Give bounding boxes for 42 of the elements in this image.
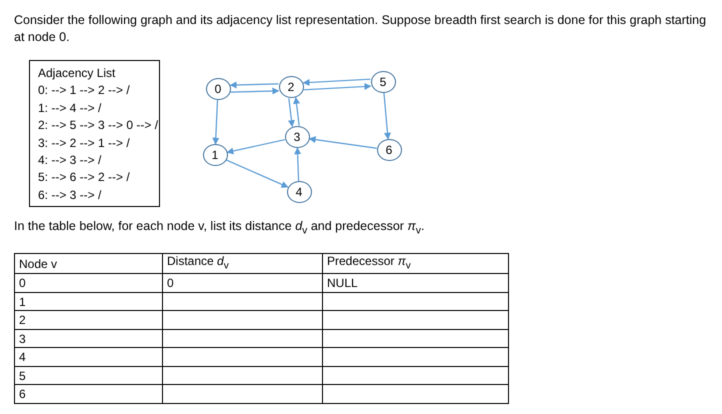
arrow: [304, 83, 372, 90]
graph-node-circle: 5: [370, 71, 396, 93]
adjacency-list-box: [29, 60, 160, 207]
table-cell: 2: [14, 310, 162, 330]
list-heading: Adjacency List: [38, 65, 116, 82]
question-text: Consider the following graph and its adjacency list representation. Suppose breadth first search is done for this graph starting at node 0.: [14, 12, 708, 46]
table-cell: 1: [14, 292, 162, 311]
arrow: [294, 147, 302, 182]
arrow: [230, 82, 278, 88]
arrow: [288, 98, 295, 128]
arrow: [293, 96, 300, 126]
instruction-text: In the table below, for each node v, list its distance d$_{v}$ and predecessor π$_{v}$.: [14, 219, 426, 236]
graph-node-circle: 4: [286, 181, 312, 203]
list-row-text: 2: --> 5 --> 3 --> 0 --> /: [38, 117, 159, 134]
graph-node-circle: 6: [376, 139, 402, 161]
table-cell: 3: [14, 329, 162, 348]
arrow: [230, 88, 280, 94]
table-cell: 4: [14, 348, 162, 366]
list-row-text: 4: --> 3 --> /: [38, 152, 102, 170]
arrow: [383, 92, 391, 140]
column-header: Predecessor π$_{v}$: [322, 254, 508, 274]
list-row-text: 3: --> 2 --> 1 --> /: [38, 134, 131, 152]
arrow: [302, 78, 370, 86]
arrow: [226, 159, 288, 188]
table-cell: NULL: [322, 274, 508, 292]
table-cell: 6: [14, 384, 162, 404]
graph-node-circle: 3: [284, 126, 310, 148]
column-header: Distance d$_{v}$: [162, 254, 322, 274]
list-row-text: 1: --> 4 --> /: [38, 100, 102, 117]
table-cell: 5: [14, 366, 162, 385]
list-row-text: 0: --> 1 --> 2 --> /: [38, 82, 131, 100]
column-header: Node v: [14, 254, 162, 274]
graph-node-circle: 2: [278, 76, 304, 98]
arrow: [308, 136, 377, 149]
graph-node-circle: 0: [206, 78, 230, 100]
table-cell: 0: [14, 274, 162, 292]
graph-node-circle: 1: [202, 144, 228, 166]
list-row-text: 5: --> 6 --> 2 --> /: [38, 169, 131, 186]
list-row-text: 6: --> 3 --> /: [38, 186, 102, 204]
table-cell: 0: [162, 274, 322, 292]
arrow: [226, 139, 285, 154]
arrow: [212, 100, 220, 145]
